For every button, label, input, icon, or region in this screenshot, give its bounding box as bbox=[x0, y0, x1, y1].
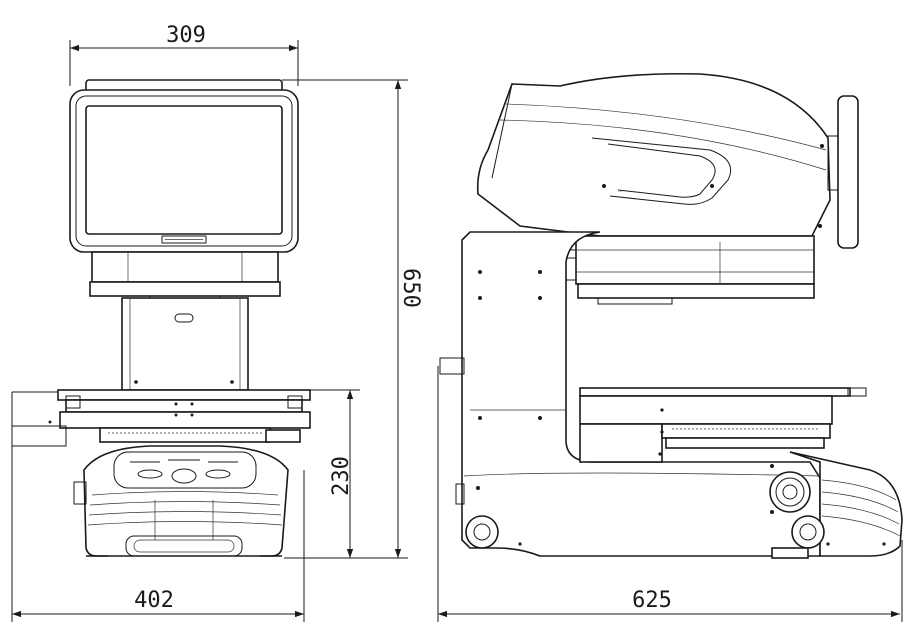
side-head-housing: ... bbox=[476, 72, 831, 237]
svg-text:...: ... bbox=[618, 188, 623, 194]
dimension-side-depth: 625 bbox=[437, 366, 903, 622]
dimension-front-base-width: 402 bbox=[11, 460, 305, 622]
dimension-label-230: 230 bbox=[329, 456, 354, 496]
side-view: ... bbox=[439, 72, 903, 559]
dimension-label-650: 650 bbox=[398, 268, 423, 308]
side-base bbox=[465, 451, 903, 559]
dimension-label-402: 402 bbox=[134, 588, 174, 613]
front-base bbox=[73, 445, 289, 557]
dimension-front-width: 309 bbox=[69, 23, 299, 86]
dimension-front-base-height: 230 bbox=[300, 389, 360, 559]
front-head bbox=[89, 251, 281, 303]
front-monitor bbox=[69, 79, 299, 253]
side-monitor bbox=[827, 95, 859, 249]
side-optics bbox=[560, 235, 815, 305]
front-stage bbox=[11, 389, 311, 460]
front-column bbox=[121, 297, 249, 391]
side-stage bbox=[579, 387, 867, 463]
dimension-label-625: 625 bbox=[632, 588, 672, 613]
front-view bbox=[11, 79, 311, 557]
dimension-label-309: 309 bbox=[166, 23, 206, 48]
dimension-front-height: 650 bbox=[282, 79, 423, 559]
